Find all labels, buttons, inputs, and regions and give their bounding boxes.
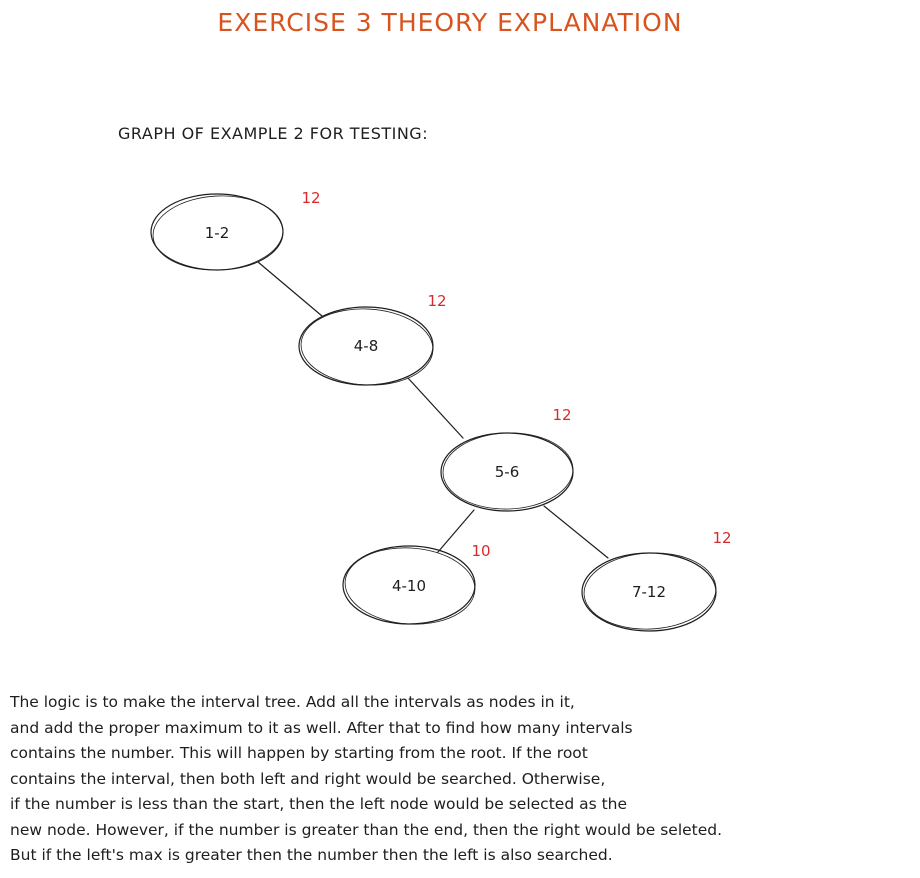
edge-1-2-to-4-8 (257, 261, 323, 317)
explanation-line: if the number is less than the start, th… (10, 795, 628, 813)
node-4-8 (298, 306, 434, 386)
edge-5-6-to-4-10 (437, 509, 475, 553)
page-title: EXERCISE 3 THEORY EXPLANATION (217, 8, 683, 37)
node-4-10 (342, 545, 476, 625)
explanation-line: The logic is to make the interval tree. … (10, 693, 575, 711)
explanation-line: contains the interval, then both left an… (10, 769, 606, 788)
explanation-text: The logic is to make the interval tree. … (10, 690, 915, 869)
node-1-2 (150, 193, 284, 271)
max-label-7-12: 12 (712, 529, 731, 547)
max-label-4-8: 12 (427, 292, 446, 310)
edge-4-8-to-5-6 (407, 377, 464, 439)
max-label-4-10: 10 (471, 542, 490, 560)
max-label-1-2: 12 (301, 189, 320, 207)
node-label-4-10: 4-10 (392, 577, 426, 595)
node-label-7-12: 7-12 (632, 583, 666, 601)
edge-5-6-to-7-12 (543, 505, 609, 559)
node-label-4-8: 4-8 (354, 337, 379, 355)
node-5-6 (440, 432, 574, 512)
node-label-1-2: 1-2 (205, 224, 230, 242)
explanation-line: But if the left's max is greater then th… (10, 846, 613, 864)
explanation-line: and add the proper maximum to it as well… (10, 718, 633, 737)
max-label-5-6: 12 (552, 406, 571, 424)
explanation-line: contains the number. This will happen by… (10, 744, 588, 762)
node-label-5-6: 5-6 (495, 463, 520, 481)
graph-subtitle: GRAPH OF EXAMPLE 2 FOR TESTING: (118, 124, 429, 143)
interval-tree-diagram: 1-2 4-8 5-6 4-10 7-12 12 12 12 10 12 (150, 189, 732, 632)
explanation-line: new node. However, if the number is grea… (10, 820, 723, 839)
node-7-12 (581, 552, 717, 632)
